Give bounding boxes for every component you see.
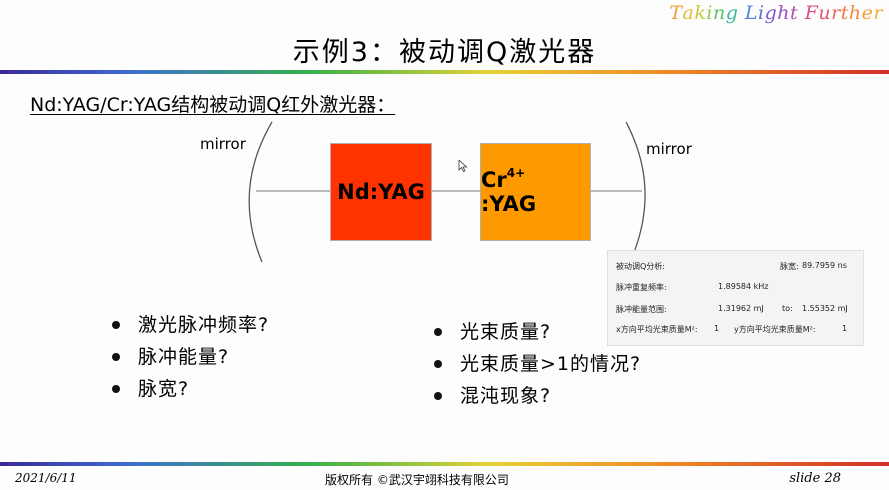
list-item: 脉冲能量? bbox=[110, 341, 269, 373]
panel-title: 被动调Q分析: bbox=[616, 262, 665, 271]
question-list-right: 光束质量? 光束质量>1的情况? 混沌现象? bbox=[432, 316, 641, 412]
pulse-width-label: 脉宽: bbox=[780, 262, 799, 271]
mirror-right-label: mirror bbox=[646, 140, 692, 158]
nd-yag-crystal: Nd:YAG bbox=[330, 143, 432, 241]
rep-rate-value: 1.89584 kHz bbox=[718, 282, 769, 291]
list-item: 激光脉冲频率? bbox=[110, 309, 269, 341]
mouse-cursor-icon bbox=[458, 160, 468, 172]
x-beam-quality-value: 1 bbox=[714, 324, 720, 333]
y-beam-quality-label: y方向平均光束质量M²: bbox=[734, 325, 816, 334]
energy-to-label: to: bbox=[782, 304, 793, 313]
right-mirror bbox=[625, 121, 646, 263]
y-beam-quality-value: 1 bbox=[842, 324, 848, 333]
list-item: 光束质量? bbox=[432, 316, 641, 348]
footer-divider bbox=[0, 462, 889, 466]
energy-max-value: 1.55352 mJ bbox=[802, 304, 848, 313]
question-list-left: 激光脉冲频率? 脉冲能量? 脉宽? bbox=[110, 309, 269, 405]
x-beam-quality-label: x方向平均光束质量M²: bbox=[616, 325, 698, 334]
left-mirror bbox=[248, 121, 273, 263]
rep-rate-label: 脉冲重复频率: bbox=[616, 283, 667, 292]
energy-min-value: 1.31962 mJ bbox=[718, 304, 764, 313]
list-item: 混沌现象? bbox=[432, 380, 641, 412]
energy-range-label: 脉冲能量范围: bbox=[616, 305, 667, 314]
mirror-left-label: mirror bbox=[200, 135, 246, 153]
list-item: 光束质量>1的情况? bbox=[432, 348, 641, 380]
slide-number: slide 28 bbox=[789, 471, 841, 486]
q-switch-analysis-panel: 被动调Q分析: 脉宽: 89.7959 ns 脉冲重复频率: 1.89584 k… bbox=[607, 250, 864, 346]
footer-copyright: 版权所有 ©武汉宇翊科技有限公司 bbox=[325, 473, 509, 487]
footer-date: 2021/6/11 bbox=[15, 471, 77, 485]
subtitle: Nd:YAG/Cr:YAG结构被动调Q红外激光器： bbox=[30, 94, 396, 116]
nd-yag-label: Nd:YAG bbox=[337, 180, 425, 204]
cr-yag-crystal: Cr4+ :YAG bbox=[480, 143, 591, 241]
list-item: 脉宽? bbox=[110, 373, 269, 405]
cr-yag-label: Cr4+ :YAG bbox=[481, 166, 537, 216]
pulse-width-value: 89.7959 ns bbox=[802, 261, 847, 270]
tagline: Taking Light Further bbox=[669, 2, 883, 24]
title-divider bbox=[0, 70, 889, 74]
slide-title: 示例3：被动调Q激光器 bbox=[292, 37, 597, 68]
